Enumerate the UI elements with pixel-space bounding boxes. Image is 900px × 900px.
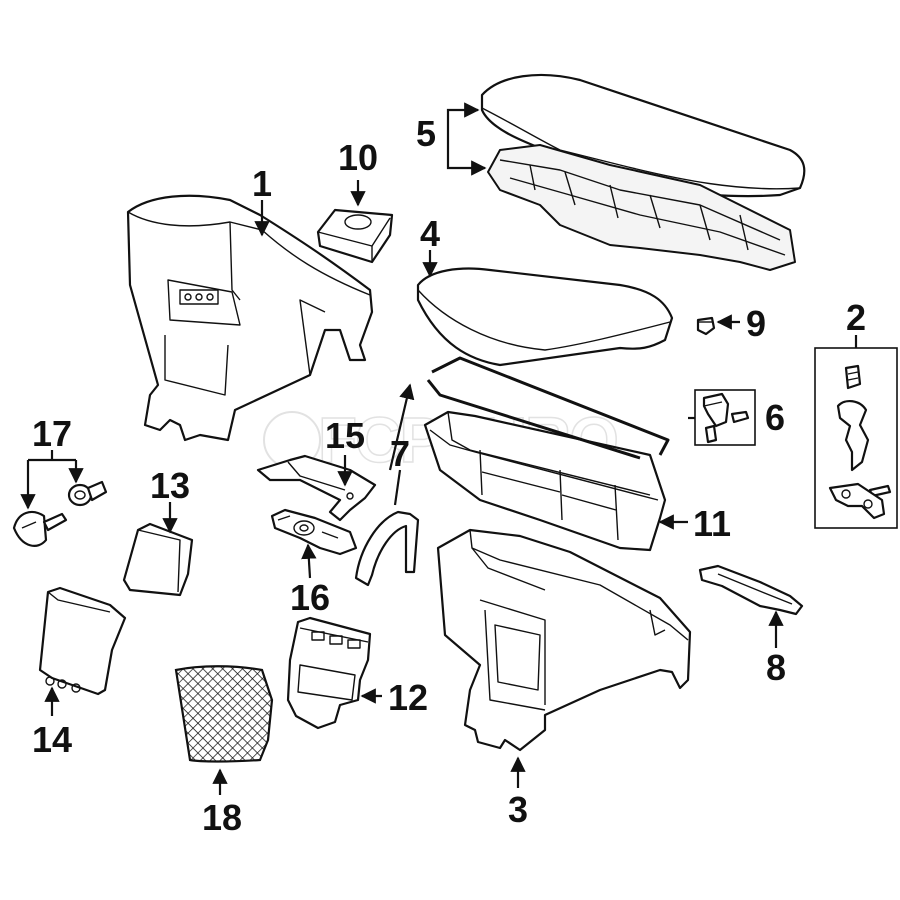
callout-3: 3 [508,789,528,830]
part-6-hinge-bracket [694,389,756,446]
callout-9: 9 [746,303,766,344]
part-11-storage-tray [423,410,667,552]
part-10-cup-holder-insert [316,208,394,264]
part-3-console-base [436,528,692,752]
part-9-clip [696,316,716,336]
part-18-mesh-net [174,665,274,763]
callout-labels: 1 2 3 4 5 6 7 8 9 10 11 12 13 14 15 16 1… [32,113,866,838]
part-12-console-frame [286,616,372,730]
callout-18: 18 [202,797,242,838]
leader-5b [446,133,487,176]
part-1-console-housing [126,194,374,442]
leader-5a [446,102,480,133]
callout-17: 17 [32,413,72,454]
callout-5: 5 [416,113,436,154]
part-13-cover-pad [122,522,194,597]
part-4-armrest-lid [416,267,674,367]
callout-13: 13 [150,465,190,506]
callout-16: 16 [290,577,330,618]
leader-16 [301,543,317,579]
callout-12: 12 [388,677,428,718]
part-17-key-and-lock [12,480,108,547]
leader-lines [20,102,858,795]
callout-11: 11 [693,503,731,544]
callout-6: 6 [765,397,785,438]
callout-2: 2 [846,297,866,338]
leader-7b [388,383,415,471]
callout-14: 14 [32,719,72,760]
part-7-gasket [354,356,670,587]
callout-10: 10 [338,137,378,178]
part-14-end-panel [38,586,127,696]
callout-15: 15 [325,415,365,456]
part-8-rail [698,564,804,616]
callout-8: 8 [766,647,786,688]
callout-4: 4 [420,213,440,254]
part-16-switch-module [270,508,358,556]
callout-1: 1 [252,163,272,204]
callout-7: 7 [390,433,410,474]
part-5-armrest-assembly [480,73,806,271]
leader-7 [393,469,402,506]
part-2-latch-assembly [814,347,898,529]
